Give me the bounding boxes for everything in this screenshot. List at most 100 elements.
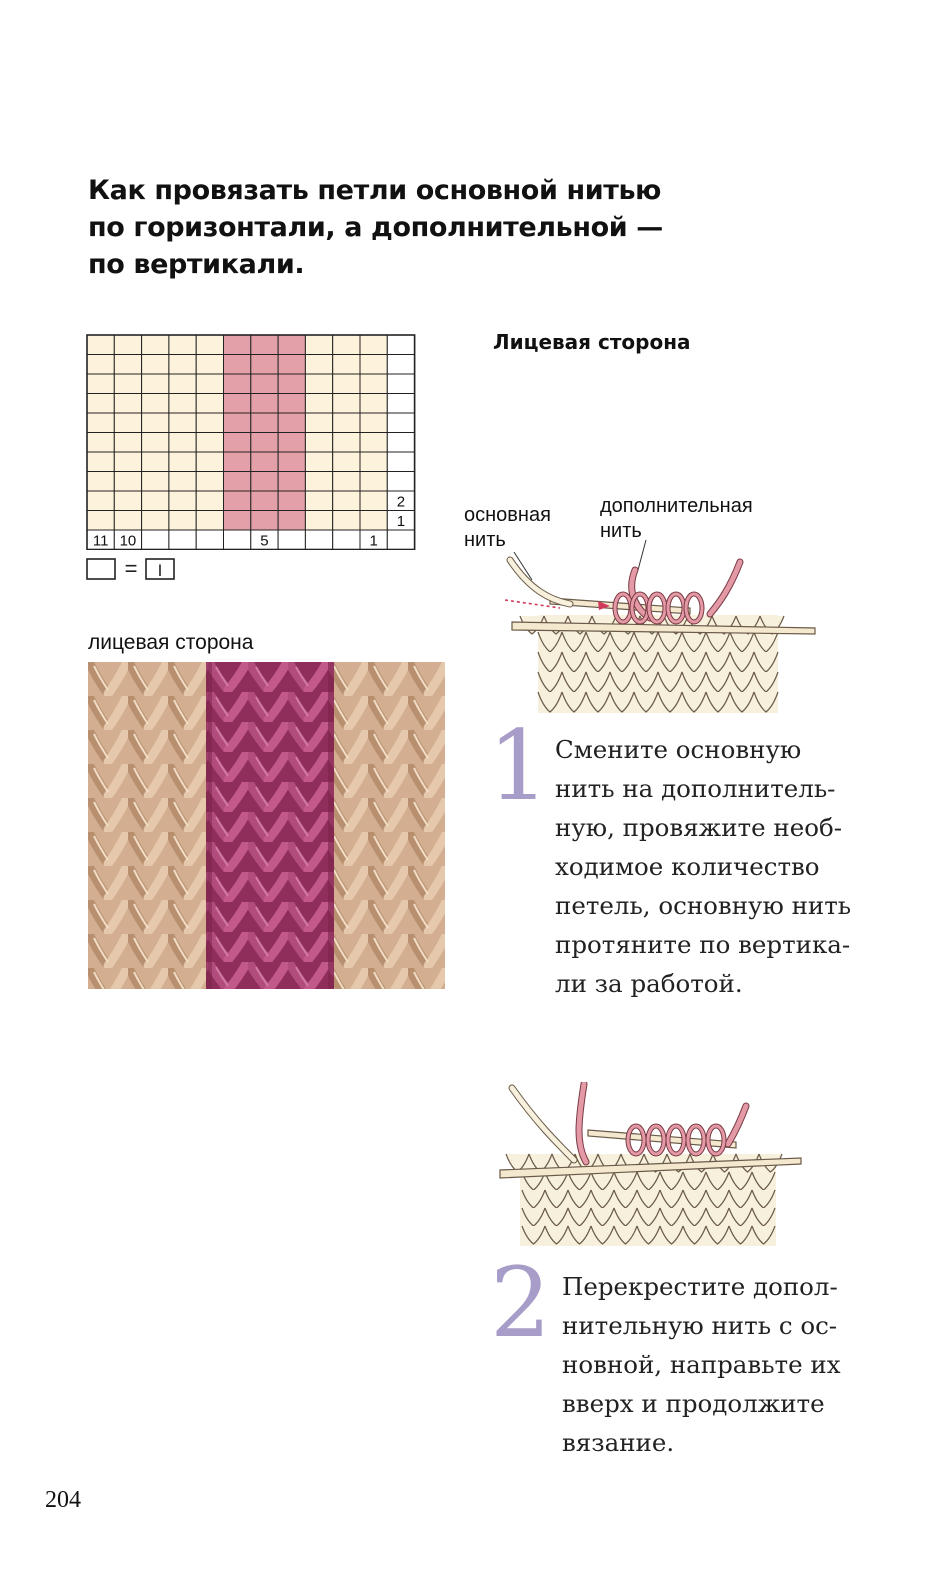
chart-cell bbox=[86, 354, 115, 375]
chart-cell bbox=[86, 510, 115, 531]
chart-cell bbox=[250, 354, 279, 375]
chart-cell bbox=[168, 490, 197, 511]
chart-cell bbox=[113, 412, 143, 433]
step-2-line-1: Перекрестите допол- bbox=[562, 1272, 838, 1301]
step-1-line-6: протяните по вертика- bbox=[555, 930, 851, 959]
fabric-stitch bbox=[705, 1225, 730, 1245]
chart-cell bbox=[304, 510, 334, 531]
page-heading: Как провязать петли основной нитью по го… bbox=[88, 172, 748, 283]
chart-cell bbox=[386, 393, 416, 414]
extra-thread-label-line-1: дополнительная bbox=[600, 495, 753, 517]
chart-cell bbox=[332, 529, 361, 550]
chart-cell bbox=[250, 412, 279, 433]
chart-cell bbox=[359, 393, 388, 414]
extra-thread-loop bbox=[706, 1124, 726, 1156]
chart-cell bbox=[195, 354, 224, 375]
fabric-stitch bbox=[682, 1225, 707, 1245]
chart-cell bbox=[332, 354, 361, 375]
extra-thread-loop bbox=[666, 1124, 686, 1156]
step-1-line-4: ходимое количество bbox=[555, 852, 820, 881]
extra-thread-label: дополнительная нить bbox=[600, 494, 753, 544]
step-2-line-3: новной, направьте их bbox=[562, 1350, 841, 1379]
chart-cell bbox=[168, 510, 197, 531]
fabric-stitch bbox=[585, 691, 611, 713]
chart-cell bbox=[86, 373, 115, 394]
chart-cell bbox=[332, 412, 361, 433]
chart-cell bbox=[386, 432, 416, 453]
chart-column-label: 11 bbox=[93, 533, 109, 550]
extra-thread-loop bbox=[626, 1124, 646, 1156]
extra-thread-loop bbox=[684, 592, 704, 624]
chart-cell bbox=[168, 354, 197, 375]
fabric-stitch bbox=[643, 1153, 668, 1173]
chart-cell bbox=[359, 354, 388, 375]
fabric-stitch bbox=[590, 1225, 615, 1245]
chart-cell bbox=[113, 373, 143, 394]
fabric-stitch bbox=[521, 1225, 546, 1245]
chart-cell bbox=[386, 451, 416, 472]
chart-cell bbox=[386, 334, 416, 355]
chart-cell bbox=[141, 432, 170, 453]
step-1-line-7: ли за работой. bbox=[555, 969, 743, 998]
main-thread-label-line-2: нить bbox=[464, 529, 506, 551]
chart-cell bbox=[113, 432, 143, 453]
photo-label: лицевая сторона bbox=[88, 631, 254, 654]
chart-cell bbox=[359, 373, 388, 394]
chart-cell bbox=[277, 373, 306, 394]
chart-cell bbox=[195, 334, 224, 355]
chart-cell bbox=[223, 529, 252, 550]
chart-cell bbox=[168, 373, 197, 394]
fabric-stitch bbox=[567, 1225, 592, 1245]
fabric-stitch bbox=[705, 691, 731, 713]
knitted-swatch-photo bbox=[88, 662, 445, 989]
chart-cell bbox=[141, 471, 170, 492]
chart-cell bbox=[386, 529, 416, 550]
fabric-stitch bbox=[681, 691, 707, 713]
chart-cell bbox=[113, 471, 143, 492]
chart-cell bbox=[332, 432, 361, 453]
chart-cell bbox=[304, 373, 334, 394]
fabric-stitch bbox=[613, 1225, 638, 1245]
chart-cell bbox=[86, 412, 115, 433]
chart-cell bbox=[113, 451, 143, 472]
chart-cell bbox=[250, 432, 279, 453]
legend-knit-symbol: I bbox=[158, 561, 163, 580]
chart-cell bbox=[332, 490, 361, 511]
step-2-illustration bbox=[499, 1082, 802, 1246]
chart-cell bbox=[359, 471, 388, 492]
chart-cell bbox=[113, 354, 143, 375]
chart-cell bbox=[113, 393, 143, 414]
chart-cell bbox=[250, 451, 279, 472]
chart-cell bbox=[168, 451, 197, 472]
fabric-stitch bbox=[544, 1225, 569, 1245]
chart-cell bbox=[141, 393, 170, 414]
chart-cell bbox=[223, 432, 252, 453]
main-thread-pointer bbox=[513, 551, 533, 581]
chart-cell bbox=[304, 393, 334, 414]
chart-cell bbox=[304, 471, 334, 492]
step-2-line-2: нительную нить с ос- bbox=[562, 1311, 838, 1340]
extra-thread-loop bbox=[646, 1124, 666, 1156]
step-1-line-5: петель, основную нить bbox=[555, 891, 852, 920]
heading-line-2: по горизонтали, а дополнительной — bbox=[88, 212, 663, 243]
heading-line-3: по вертикали. bbox=[88, 249, 305, 280]
chart-cell bbox=[223, 471, 252, 492]
chart-legend: = I bbox=[86, 558, 175, 581]
chart-cell bbox=[195, 471, 224, 492]
step-2-number: 2 bbox=[490, 1247, 552, 1359]
chart-cell bbox=[195, 432, 224, 453]
chart-cell bbox=[195, 373, 224, 394]
chart-cell bbox=[141, 490, 170, 511]
main-thread-label: основная нить bbox=[464, 503, 551, 553]
chart-cell bbox=[332, 510, 361, 531]
chart-cell bbox=[304, 529, 334, 550]
chart-cell bbox=[277, 510, 306, 531]
heading-line-1: Как провязать петли основной нитью bbox=[88, 175, 662, 206]
chart-cell bbox=[223, 412, 252, 433]
chart-cell bbox=[223, 393, 252, 414]
main-thread bbox=[506, 556, 574, 608]
chart-cell bbox=[168, 529, 197, 550]
chart-cell bbox=[359, 451, 388, 472]
extra-thread-loop bbox=[647, 592, 667, 624]
step-2-text: Перекрестите допол- нительную нить с ос-… bbox=[562, 1267, 841, 1462]
